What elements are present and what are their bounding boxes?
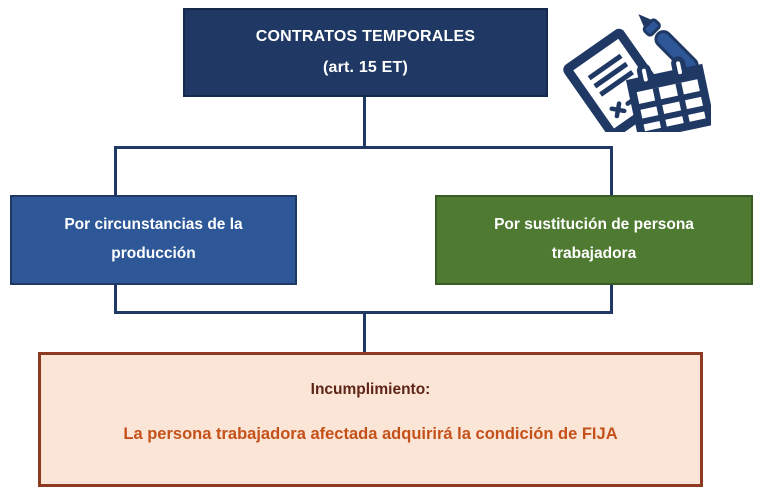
bottom-box-title: Incumplimiento: — [310, 381, 431, 398]
left-box-label: Por circunstancias de la producción — [64, 216, 243, 262]
connector-left-rise — [114, 285, 117, 314]
node-circunstancias-produccion: Por circunstancias de la producción — [10, 195, 297, 285]
connector-right-drop — [610, 146, 613, 195]
connector-right-rise — [610, 285, 613, 314]
connector-top-horizontal — [114, 146, 613, 149]
right-box-label: Por sustitución de persona trabajadora — [494, 216, 694, 262]
node-incumplimiento: Incumplimiento: La persona trabajadora a… — [38, 352, 703, 487]
connector-bottom-vertical — [363, 311, 366, 352]
connector-left-drop — [114, 146, 117, 195]
contract-pen-calendar-icon — [563, 4, 716, 141]
node-sustitucion-persona: Por sustitución de persona trabajadora — [435, 195, 753, 285]
top-box-title: CONTRATOS TEMPORALES — [255, 28, 476, 46]
node-contratos-temporales: CONTRATOS TEMPORALES (art. 15 ET) — [183, 8, 548, 97]
top-box-subtitle: (art. 15 ET) — [322, 58, 409, 76]
bottom-box-text: La persona trabajadora afectada adquirir… — [123, 425, 618, 443]
connector-top-vertical — [363, 97, 366, 148]
